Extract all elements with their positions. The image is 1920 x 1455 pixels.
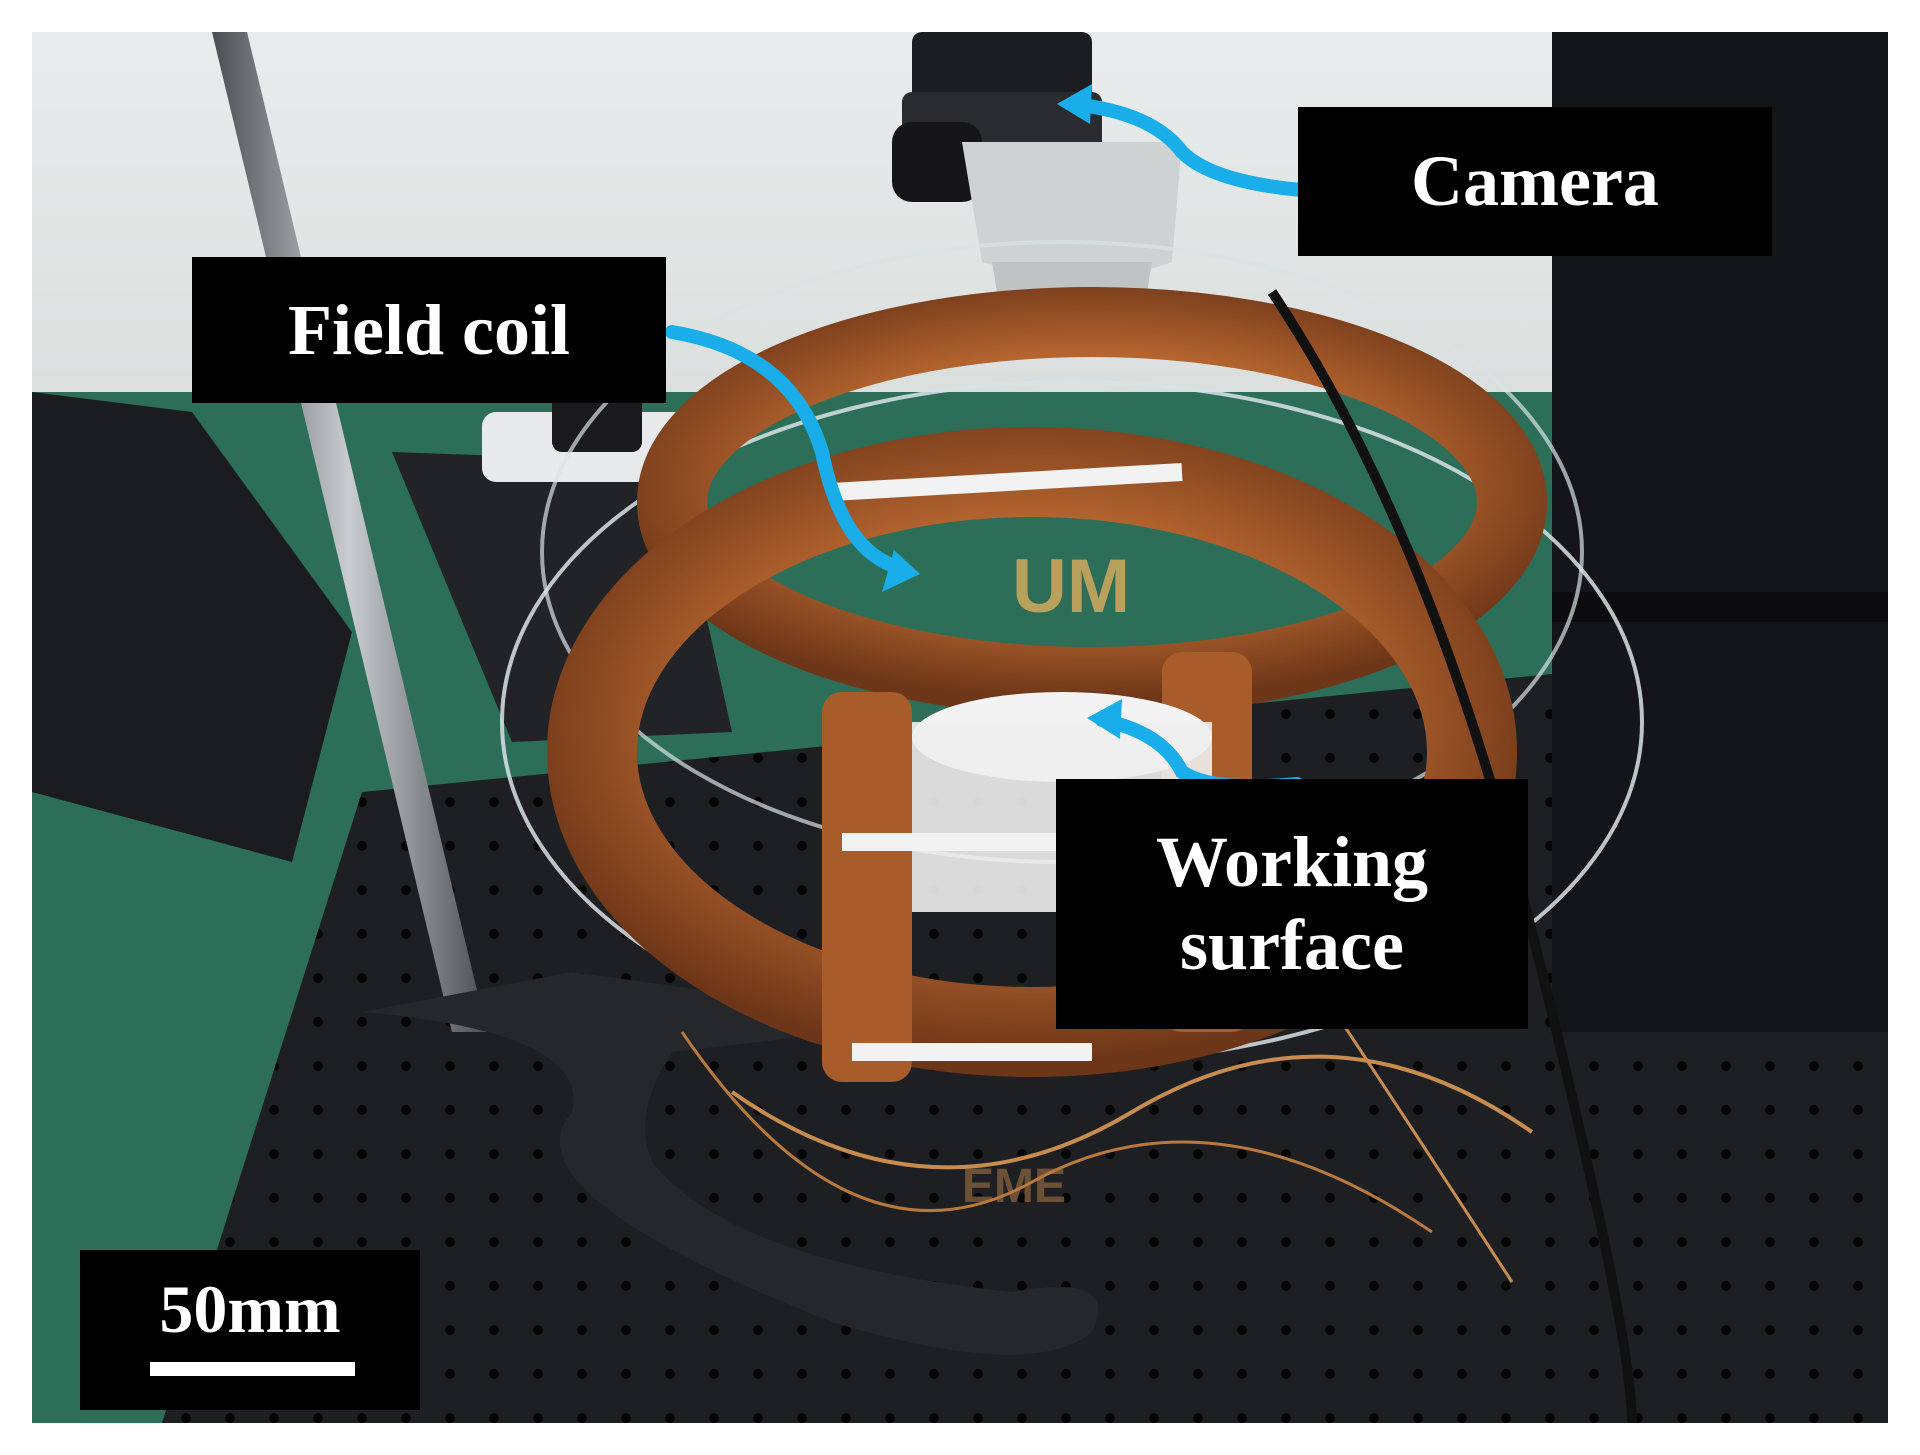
working-surface-label-line1: Working [1155,822,1429,903]
scale-bar-label: 50mm [159,1271,341,1347]
field-coil-label: Field coil [192,257,666,403]
scale-bar: 50mm [80,1250,420,1410]
svg-text:UM: UM [1012,544,1130,629]
camera-label-text: Camera [1411,141,1659,222]
field-coil-label-text: Field coil [288,289,570,370]
lab-photo: UM EME [32,32,1888,1423]
camera-label: Camera [1298,107,1772,256]
scale-bar-line [150,1362,355,1376]
working-surface-label: Working surface [1056,779,1528,1029]
working-surface-label-line2: surface [1180,905,1404,985]
